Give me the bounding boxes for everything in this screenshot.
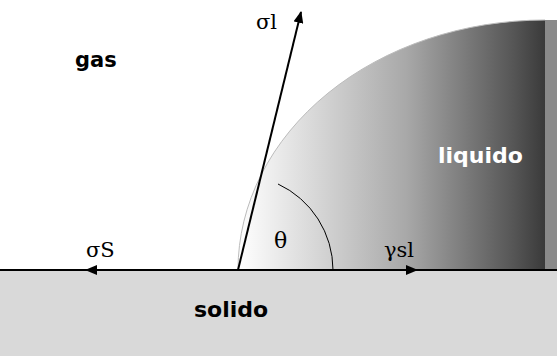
tension-label: σS <box>86 238 115 262</box>
surface-line <box>0 269 557 271</box>
region-label: liquido <box>438 143 523 168</box>
angle-label: θ <box>274 228 287 253</box>
region-label: solido <box>194 297 268 322</box>
liquid-drop <box>238 20 545 270</box>
solid-region: solido <box>0 271 557 356</box>
phase-label: gas <box>75 48 117 72</box>
interface-tension-vector <box>238 269 417 271</box>
liquid-tension-vector <box>238 12 301 270</box>
tension-label: γsl <box>384 238 414 262</box>
angle-arc <box>278 184 333 270</box>
solid-ground <box>0 270 557 356</box>
drop-edge <box>545 20 557 270</box>
tension-label: σl <box>256 10 277 34</box>
solid-tension-vector <box>86 269 238 271</box>
drop-outline <box>238 20 545 270</box>
